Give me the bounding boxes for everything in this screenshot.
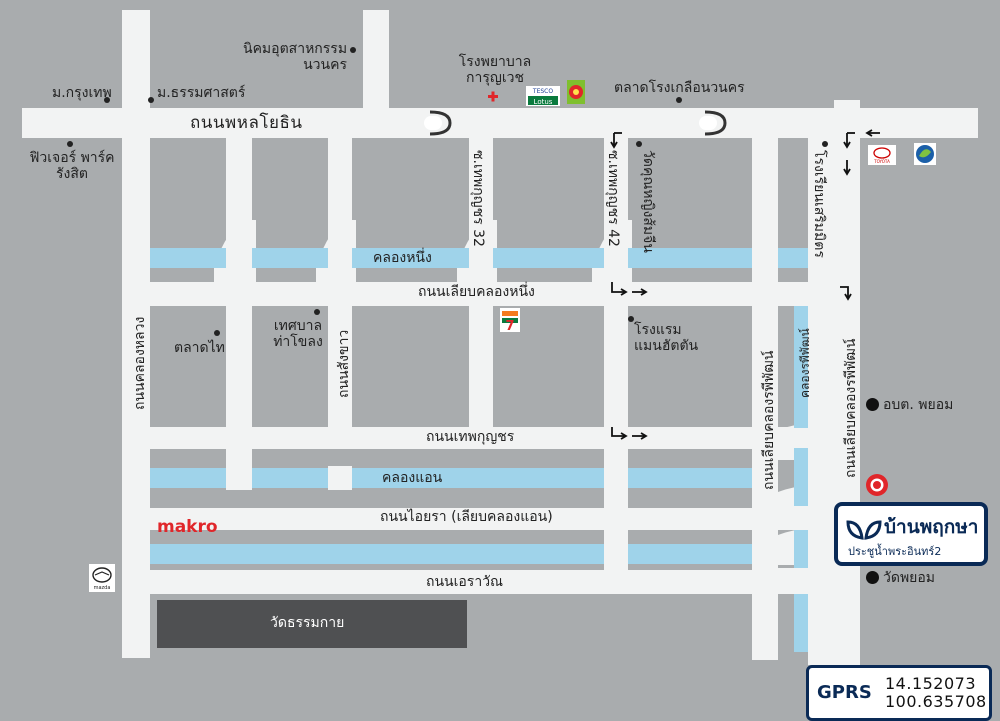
place-label-salt-market: ตลาดโรงเกลือนวนคร [614, 80, 745, 96]
place-label-school: โรงเรียนเสริมมิตร [811, 150, 827, 258]
dhammakaya-block [157, 600, 467, 648]
project-name: บ้านพฤกษา [884, 516, 979, 538]
place-marker [148, 97, 154, 103]
place-label-navanakorn-estate: นิคมอุตสาหกรรม นวนคร [243, 41, 348, 74]
big-c-logo [567, 80, 585, 104]
road-label-liab-khlong-wong-2: ถนนเลียบคลองรพีพัฒน์ [843, 338, 859, 478]
gps-latitude: 14.152073 [885, 674, 977, 693]
road-label-erawan: ถนนเอราวัณ [426, 574, 504, 590]
place-label-municipality: เทศบาล ท่าโขลง [273, 318, 323, 351]
turn-arrows [610, 129, 880, 440]
gps-tag: GPRS [817, 682, 872, 703]
place-marker [866, 571, 879, 584]
road-label-thep-kunchorn: ถนนเทพกุญชร [426, 429, 515, 445]
leaf-logo-icon [846, 520, 882, 540]
horizontal-roads [22, 100, 978, 594]
hospital-cross-icon [488, 91, 498, 102]
place-label-dhammakaya: วัดธรรมกาย [270, 615, 345, 631]
svg-text:Lotus: Lotus [534, 98, 553, 106]
place-label-talad-thai: ตลาดไท [174, 340, 225, 356]
road-label-liab-khlong-wong-1: ถนนเลียบคลองรพีพัฒน์ [761, 350, 777, 490]
canal-label-khlong-nueng: คลองหนึ่ง [373, 250, 432, 266]
canal-label-khlong-raphi: คลองรพีพัฒน์ [798, 328, 812, 398]
gps-longitude: 100.635708 [885, 692, 987, 711]
road-label-aiyara: ถนนไอยรา (เลียบคลองแอน) [380, 509, 553, 525]
place-marker [67, 141, 73, 147]
road-label-thep-soi42: ซ.เทพกุญชร 42 [605, 150, 621, 247]
road-label-khlong-luang: ถนนคลองหลวง [132, 316, 148, 410]
toyota-logo: TOYOTA [868, 145, 896, 165]
place-marker [104, 97, 110, 103]
canal-label-khlong-aen: คลองแอน [382, 470, 443, 486]
place-marker [636, 141, 642, 147]
road-label-liab-khlong-nueng: ถนนเลียบคลองหนึ่ง [418, 284, 535, 300]
place-marker [314, 309, 320, 315]
location-pin-icon [866, 474, 888, 496]
svg-text:TOYOTA: TOYOTA [873, 159, 890, 164]
place-label-obt: อบต. พยอม [883, 397, 954, 413]
place-marker [628, 316, 634, 322]
canals [150, 248, 834, 652]
place-marker [214, 330, 220, 336]
svg-text:mazda: mazda [94, 585, 111, 591]
svg-text:7: 7 [505, 319, 514, 334]
seven-eleven-logo: 7 [500, 308, 520, 334]
svg-text:TESCO: TESCO [532, 88, 553, 95]
place-label-hotel: โรงแรม แมนฮัตตัน [634, 322, 699, 355]
place-marker [676, 97, 682, 103]
place-marker [350, 47, 356, 53]
place-marker [866, 398, 879, 411]
place-label-krungthep: ม.กรุงเทพ [52, 85, 112, 101]
gps-box: GPRS 14.152073 100.635708 [806, 665, 992, 721]
place-label-wat-phayom: วัดพยอม [883, 570, 936, 586]
road-label-sangkhao: ถนนสังขาว [336, 329, 352, 398]
place-marker [822, 141, 828, 147]
road-label-phahonyothin: ถนนพหลโยธิน [190, 113, 303, 133]
place-label-wat-klang: วัดคุณหญิงส้มจีน [640, 150, 656, 253]
place-label-karunvej: โรงพยาบาล การุญเวช [458, 54, 532, 87]
place-label-future-park: ฟิวเจอร์ พาร์ค รังสิต [29, 150, 115, 183]
place-label-thammasat: ม.ธรรมศาสตร์ [157, 85, 246, 101]
mazda-logo: mazda [89, 564, 115, 592]
makro-logo: makro [157, 517, 218, 537]
road-label-thep-soi32: ซ.เทพกุญชร 32 [470, 150, 486, 247]
tesco-lotus-logo: TESCO Lotus [526, 86, 560, 106]
project-subtitle: ประชูน้ำพระอินทร์2 [848, 545, 942, 558]
bangchak-logo [914, 143, 936, 165]
project-callout: บ้านพฤกษา ประชูน้ำพระอินทร์2 [834, 502, 988, 566]
